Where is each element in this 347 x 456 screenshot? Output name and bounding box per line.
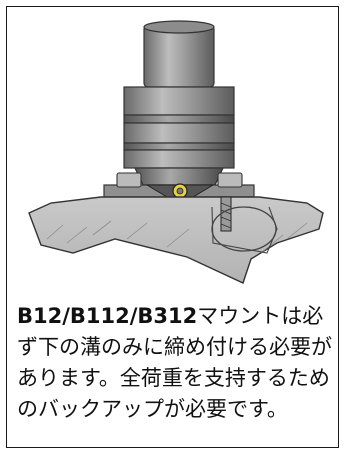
center-pin	[172, 183, 188, 199]
model-highlight: B12/B112/B312	[17, 304, 198, 328]
mount-top-cylinder	[143, 20, 215, 88]
mount-assembly-illustration	[28, 20, 324, 284]
caption-text: B12/B112/B312マウントは必ず下の溝のみに締め付ける必要があります。全…	[17, 301, 335, 425]
workpiece-cross-section	[28, 196, 324, 284]
caption-body: マウントは必ず下の溝のみに締め付ける必要があります。全荷重を支持するためのバック…	[17, 304, 332, 421]
mount-body	[123, 86, 235, 169]
fastening-bolt	[211, 196, 278, 254]
mount-neck	[134, 167, 224, 186]
figure-panel: B12/B112/B312マウントは必ず下の溝のみに締め付ける必要があります。全…	[6, 6, 339, 448]
